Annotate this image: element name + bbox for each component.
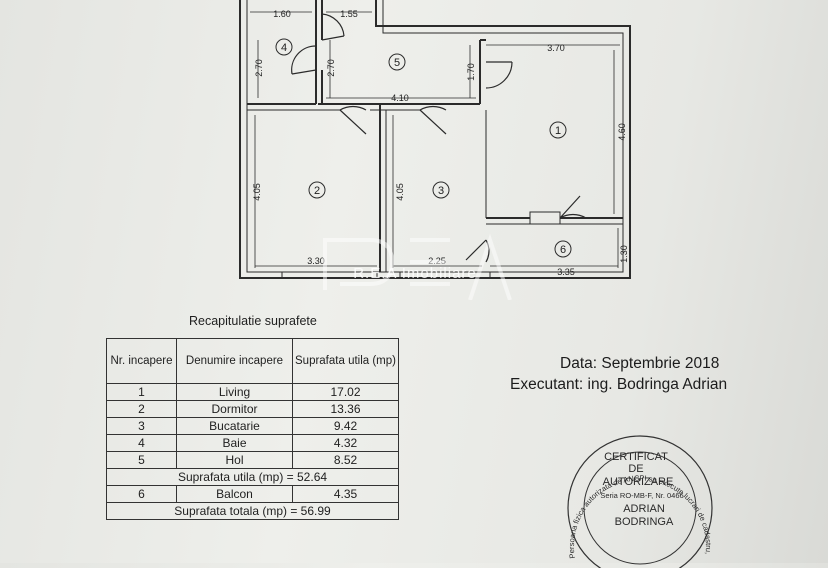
room-number-3: 3 <box>438 185 444 197</box>
dim-door-h: 1.70 <box>466 63 476 81</box>
row-name: Dormitor <box>176 400 293 418</box>
header-nr: Nr. incapere <box>106 338 177 384</box>
date-label: Data: Septembrie 2018 <box>560 355 720 372</box>
dim-bucatarie-h: 4.05 <box>395 183 405 201</box>
executant-label: Executant: ing. Bodringa Adrian <box>510 376 728 393</box>
header-name: Denumire incapere <box>176 338 293 384</box>
table-row: 4 Baie 4.32 <box>106 434 399 452</box>
subtotal-text: Suprafata utila (mp) = 52.64 <box>106 468 399 486</box>
dim-balcon-h: 1.30 <box>619 245 629 263</box>
row-nr: 2 <box>106 400 177 418</box>
total-text: Suprafata totala (mp) = 56.99 <box>106 502 399 520</box>
row-name: Bucatarie <box>176 417 293 435</box>
table-row-balcony: 6 Balcon 4.35 <box>106 485 399 503</box>
row-name: Baie <box>176 434 293 452</box>
row-nr: 1 <box>106 383 177 401</box>
row-nr: 4 <box>106 434 177 452</box>
table-row: 5 Hol 8.52 <box>106 451 399 469</box>
row-name: Living <box>176 383 293 401</box>
room-number-2: 2 <box>314 185 320 197</box>
room-number-4: 4 <box>281 42 287 54</box>
watermark-text: R.E.A Imobiliare <box>353 265 477 282</box>
row-area: 4.32 <box>292 434 399 452</box>
dim-hol-w: 4.10 <box>391 93 409 103</box>
stamp-line-6: BODRINGA <box>615 516 674 528</box>
row-area: 9.42 <box>292 417 399 435</box>
room-number-6: 6 <box>560 244 566 256</box>
table-row: 3 Bucatarie 9.42 <box>106 417 399 435</box>
recap-table: Nr. incapere Denumire incapere Suprafata… <box>106 338 399 520</box>
room-number-1: 1 <box>555 125 561 137</box>
row-area: 17.02 <box>292 383 399 401</box>
dim-living-h: 4.60 <box>617 123 627 141</box>
stamp-line-4: Seria RO-MB-F, Nr. 0466 <box>600 491 683 500</box>
stamp-line-2: DE <box>628 463 643 475</box>
dim-balcon-w: 3.35 <box>557 267 575 277</box>
recap-title: Recapitulatie suprafete <box>189 314 317 328</box>
room-number-5: 5 <box>394 57 400 69</box>
row-area: 4.35 <box>292 485 399 503</box>
row-nr: 6 <box>106 485 177 503</box>
table-row: 2 Dormitor 13.36 <box>106 400 399 418</box>
stamp-line-3: AUTORIZARE <box>603 476 674 488</box>
dim-hol-h: 2.70 <box>326 59 336 77</box>
watermark-logo <box>323 233 512 300</box>
dim-dormitor-w: 3.30 <box>307 256 325 266</box>
header-area: Suprafata utila (mp) <box>292 338 399 384</box>
stamp-line-5: ADRIAN <box>623 503 665 515</box>
row-area: 13.36 <box>292 400 399 418</box>
dim-right-top: 3.70 <box>547 43 565 53</box>
stamp-line-1: CERTIFICAT <box>604 451 668 463</box>
table-header-row: Nr. incapere Denumire incapere Suprafata… <box>106 338 399 384</box>
table-row: 1 Living 17.02 <box>106 383 399 401</box>
total-row: Suprafata totala (mp) = 56.99 <box>106 502 399 520</box>
dim-top-left: 1.60 <box>273 9 291 19</box>
outer-wall <box>239 0 631 279</box>
dim-top-mid: 1.55 <box>340 9 358 19</box>
row-area: 8.52 <box>292 451 399 469</box>
dim-baie-h: 2.70 <box>254 59 264 77</box>
row-name: Hol <box>176 451 293 469</box>
row-nr: 5 <box>106 451 177 469</box>
authorization-stamp: Persoana fizica autorizata de ANCPI sa e… <box>540 408 713 568</box>
subtotal-row: Suprafata utila (mp) = 52.64 <box>106 468 399 486</box>
row-name: Balcon <box>176 485 293 503</box>
row-nr: 3 <box>106 417 177 435</box>
floor-plan: 1.60 1.55 3.70 2.70 2.70 1.70 4.10 4.60 … <box>239 0 631 300</box>
dim-dormitor-h: 4.05 <box>252 183 262 201</box>
